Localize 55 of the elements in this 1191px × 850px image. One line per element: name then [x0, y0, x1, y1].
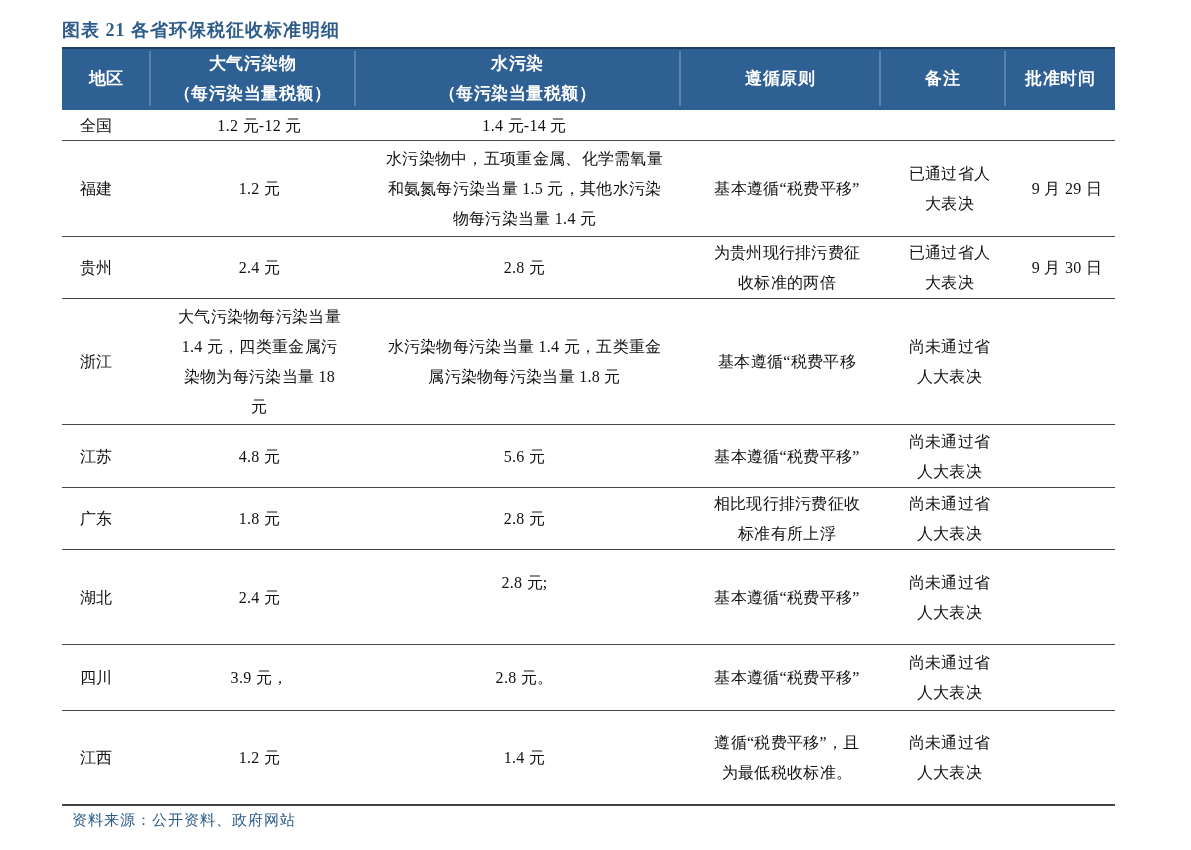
table-entry: 四川 — [79, 668, 113, 688]
table-entry: 基本遵循“税费平移” — [713, 587, 860, 608]
column-heading: （每污染当量税额） — [173, 82, 332, 105]
table-entry: 大气污染物每污染当量 1.4 元，四类重金属污染物为每污染当量 18 元 — [177, 307, 342, 417]
source-note: 资料来源：公开资料、政府网站 — [72, 811, 296, 830]
table-entry: 贵州 — [79, 258, 113, 278]
table-entry: 广东 — [79, 509, 113, 529]
table-entry: 9 月 29 日 — [1030, 179, 1103, 199]
table-entry: 为贵州现行排污费征收标准的两倍 — [712, 243, 862, 293]
table-entry: 1.8 元 — [237, 509, 281, 529]
column-heading: 遵循原则 — [745, 67, 815, 90]
column-heading: 备注 — [925, 67, 960, 90]
table-entry: 尚未通过省人大表决 — [907, 431, 992, 482]
table-entry: 福建 — [79, 179, 113, 199]
table-entry: 尚未通过省人大表决 — [907, 572, 992, 623]
table-entry: 4.8 元 — [237, 446, 281, 467]
column-heading: 水污染 — [491, 52, 544, 75]
table-entry: 基本遵循“税费平移” — [713, 179, 860, 199]
table-entry: 尚未通过省人大表决 — [907, 337, 992, 387]
table-entry: 9 月 30 日 — [1030, 258, 1103, 278]
table-entry: 基本遵循“税费平移 — [717, 352, 856, 372]
table-entry: 浙江 — [79, 352, 113, 372]
table-entry: 尚未通过省人大表决 — [907, 653, 992, 703]
column-heading: （每污染当量税额） — [438, 82, 597, 105]
column-heading: 批准时间 — [1025, 67, 1095, 90]
table-entry: 已通过省人大表决 — [907, 243, 992, 293]
table-entry: 2.4 元 — [237, 258, 281, 278]
table-entry: 2.8 元; — [500, 573, 548, 593]
table-entry: 5.6 元 — [502, 446, 546, 467]
table-entry: 水污染物每污染当量 1.4 元，五类重金属污染物每污染当量 1.8 元 — [386, 337, 663, 387]
table-entry: 2.8 元 — [502, 258, 546, 278]
table-entry: 1.2 元 — [237, 179, 281, 199]
table-entry: 1.4 元-14 元 — [481, 115, 567, 136]
table-entry: 3.9 元， — [229, 668, 289, 688]
table-entry: 1.2 元-12 元 — [216, 115, 302, 136]
column-heading: 地区 — [88, 67, 124, 90]
column-heading: 大气污染物 — [208, 52, 297, 75]
table-entry: 1.2 元 — [237, 748, 281, 768]
table-entry: 水污染物中，五项重金属、化学需氧量和氨氮每污染当量 1.5 元，其他水污染物每污染当量 1.4 元 — [384, 149, 665, 229]
table-title: 图表 21 各省环保税征收标准明细 — [62, 19, 340, 42]
table-entry: 尚未通过省人大表决 — [907, 494, 992, 544]
table-entry: 2.4 元 — [237, 587, 281, 608]
table-entry: 江西 — [79, 748, 113, 768]
table-entry: 2.8 元。 — [494, 668, 554, 688]
table-entry: 湖北 — [79, 587, 113, 608]
table-entry: 遵循“税费平移”，且为最低税收标准。 — [713, 733, 861, 783]
table-entry: 基本遵循“税费平移” — [713, 446, 860, 467]
table-entry: 尚未通过省人大表决 — [907, 733, 992, 783]
table-entry: 基本遵循“税费平移” — [713, 668, 860, 688]
table-entry: 2.8 元 — [502, 509, 546, 529]
table-entry: 江苏 — [79, 446, 113, 467]
table-entry: 1.4 元 — [502, 748, 546, 768]
table-entry: 相比现行排污费征收标准有所上浮 — [712, 494, 862, 544]
table-entry: 全国 — [79, 115, 113, 136]
table-entry: 已通过省人大表决 — [907, 164, 992, 214]
